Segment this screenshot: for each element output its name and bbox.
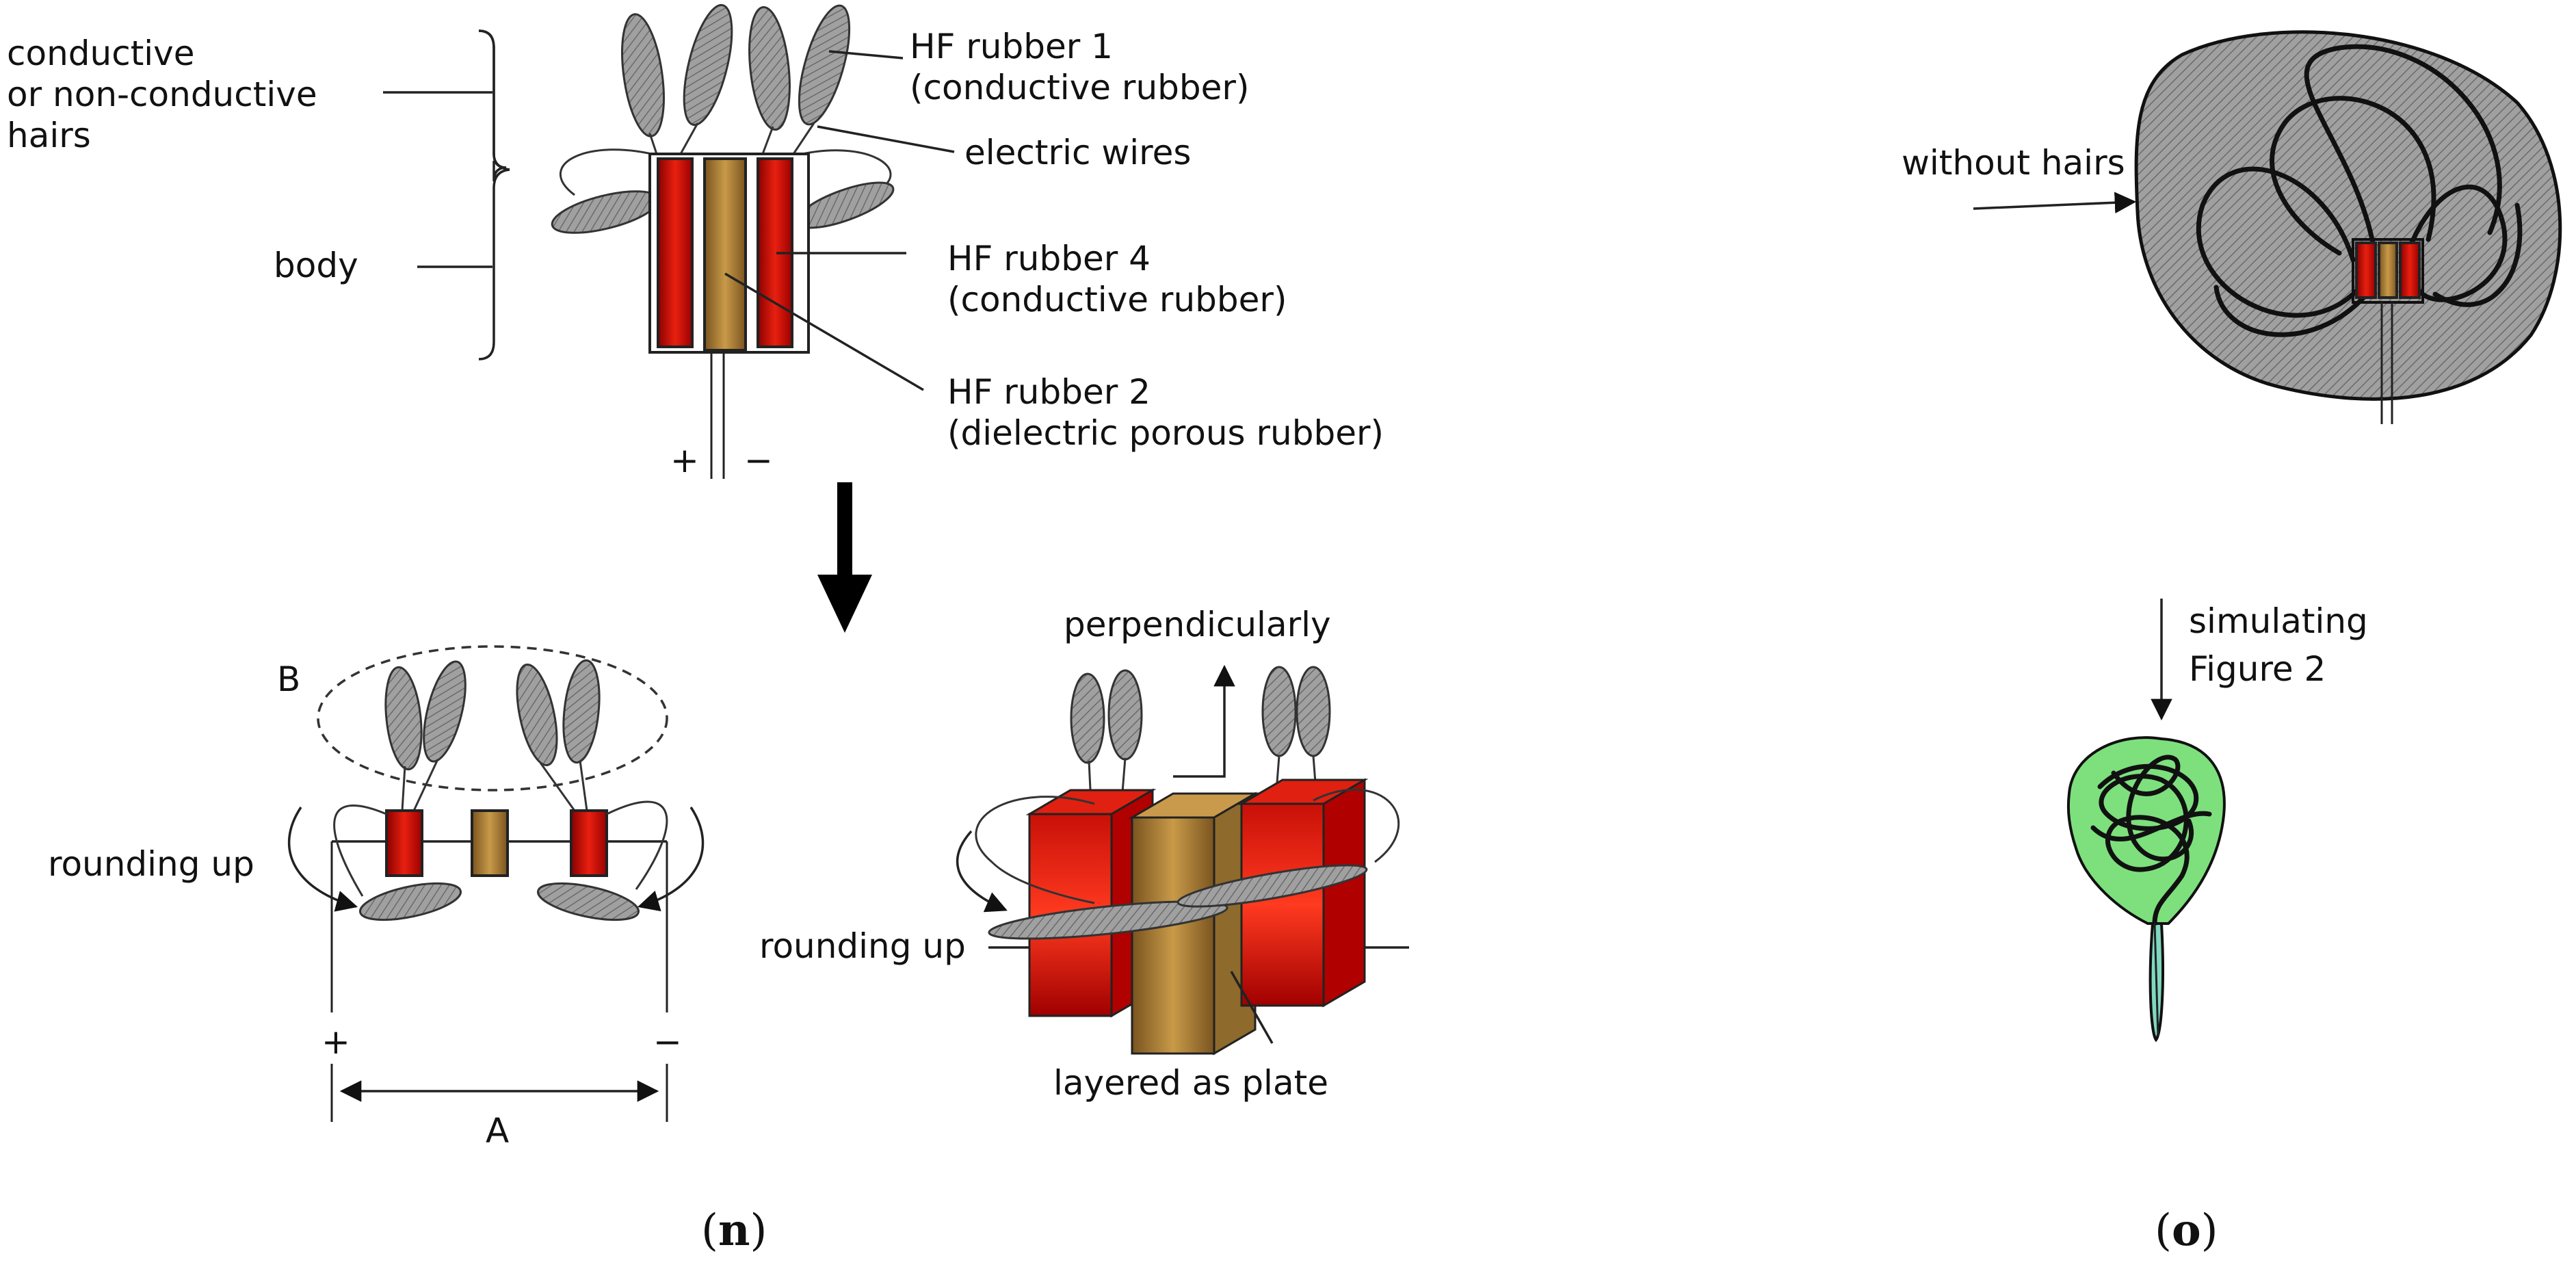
- hair-flat-3: [516, 663, 558, 767]
- panel-n-flattened: B rounding up + − A: [48, 645, 705, 1151]
- label-layered-plate: layered as plate: [1053, 1063, 1328, 1103]
- hair-top-4: [798, 4, 851, 126]
- label-a: A: [486, 1111, 509, 1151]
- hair-flat-4: [562, 659, 601, 764]
- label-simulating-line2: Figure 2: [2189, 649, 2326, 689]
- red-block-right-front: [1240, 802, 1325, 1007]
- red-block-right-side: [1322, 778, 1366, 1008]
- hf-rubber-4-o-right: [2399, 241, 2421, 299]
- label-hf1-line2: (conductive rubber): [910, 68, 1249, 107]
- hf-rubber-2-core: [703, 157, 747, 352]
- label-rounding-up-3d: rounding up: [759, 926, 966, 966]
- hair-side-left: [551, 190, 660, 234]
- minus-sign-top: −: [744, 441, 773, 480]
- down-arrow-icon: [817, 482, 872, 633]
- hair-flat-low-right: [536, 882, 640, 921]
- hf-rubber-2-o: [2378, 241, 2398, 299]
- label-hairs-line1: conductive: [7, 34, 195, 73]
- hf-rubber-4-o-left: [2355, 241, 2377, 299]
- label-hf4-line2: (conductive rubber): [947, 280, 1287, 319]
- label-wires: electric wires: [964, 133, 1191, 172]
- panel-label-n: (n): [701, 1205, 767, 1256]
- panel-label-o: (o): [2155, 1205, 2218, 1256]
- hf-rubber-4-flat-right: [570, 809, 608, 877]
- hairless-blob: [2134, 30, 2562, 401]
- hair-3d-long-left: [988, 900, 1228, 940]
- hair-flat-2: [423, 660, 466, 763]
- minus-sign-bottom: −: [653, 1022, 682, 1062]
- gold-plate-front: [1131, 816, 1215, 1055]
- label-without-hairs: without hairs: [1902, 143, 2125, 183]
- hf-rubber-2-flat: [471, 809, 509, 877]
- hair-3d-1: [1070, 672, 1105, 764]
- region-b-ellipse: [317, 645, 668, 792]
- label-hairs-line3: hairs: [7, 116, 91, 155]
- panel-n-3d-stack: perpendicularly rounding up: [759, 605, 1409, 1103]
- hair-3d-2: [1107, 669, 1143, 761]
- label-body: body: [274, 246, 358, 285]
- label-hf1-line1: HF rubber 1: [910, 27, 1113, 66]
- bracket-hairs: [478, 29, 507, 182]
- hf-rubber-4-left: [657, 157, 694, 348]
- panel-o-simulating: simulating Figure 2: [2066, 599, 2368, 1043]
- panel-o-without-hairs: without hairs: [1902, 30, 2562, 424]
- label-hairs-line2: or non-conductive: [7, 75, 317, 114]
- label-hf4-line1: HF rubber 4: [947, 239, 1151, 278]
- hair-flat-low-left: [358, 882, 462, 921]
- hair-top-1: [621, 13, 665, 138]
- label-rounding-up: rounding up: [48, 844, 254, 884]
- panel-n-top-sensor: + − conductive or non-conductive hairs b…: [7, 3, 1384, 480]
- label-simulating-line1: simulating: [2189, 601, 2368, 641]
- hair-3d-4: [1296, 666, 1331, 757]
- hair-3d-long-right: [1177, 864, 1368, 908]
- label-b: B: [277, 659, 300, 699]
- plus-sign-bottom: +: [321, 1022, 350, 1062]
- label-hf2-line1: HF rubber 2: [947, 372, 1151, 412]
- label-perpendicularly: perpendicularly: [1064, 605, 1331, 644]
- hair-top-3: [748, 5, 791, 131]
- bracket-body: [478, 168, 510, 361]
- hair-flat-1: [384, 666, 423, 771]
- hair-3d-3: [1261, 666, 1297, 757]
- label-hf2-line2: (dielectric porous rubber): [947, 413, 1384, 453]
- hf-rubber-4-flat-left: [385, 809, 423, 877]
- hair-top-2: [683, 3, 733, 127]
- plus-sign-top: +: [670, 441, 699, 480]
